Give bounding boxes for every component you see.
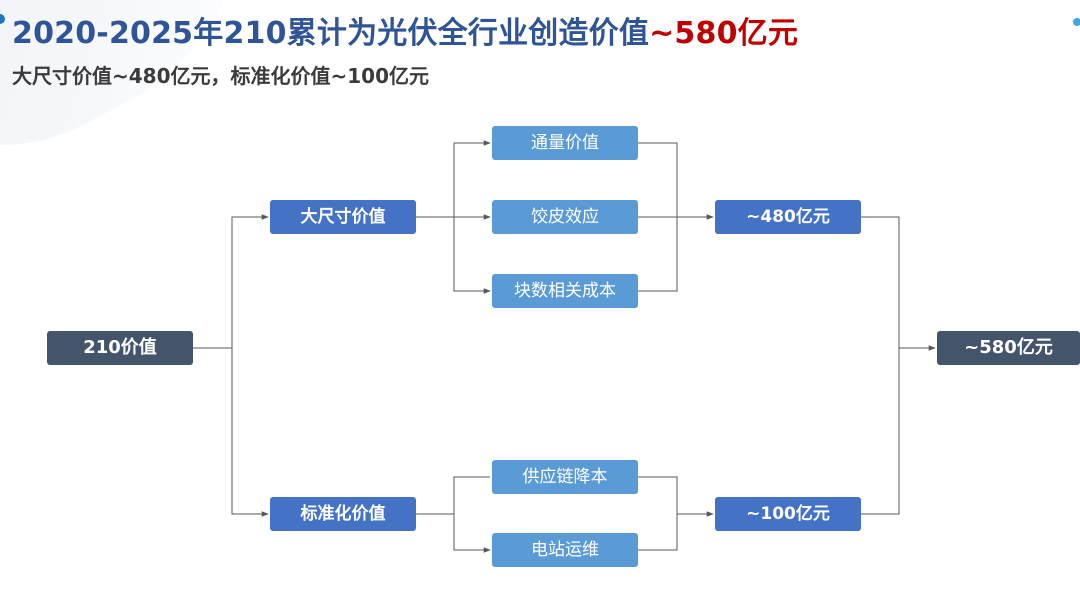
page-title: 2020-2025年210累计为光伏全行业创造价值~580亿元 bbox=[12, 8, 798, 52]
node-standard-total: ~100亿元 bbox=[715, 497, 861, 531]
edge-totals-to-grand bbox=[861, 216, 935, 515]
edge-standard-to-items bbox=[416, 476, 490, 550]
edge-standard-items-merge bbox=[638, 476, 713, 551]
left-edge-marker bbox=[0, 14, 5, 24]
node-large-item-2: 饺皮效应 bbox=[492, 200, 638, 234]
title-main: 2020-2025年210累计为光伏全行业创造价值 bbox=[12, 16, 650, 51]
edge-large-to-item-1 bbox=[453, 140, 491, 217]
node-large-total: ~480亿元 bbox=[715, 200, 861, 234]
edge-root-to-large bbox=[193, 214, 269, 349]
edge-large-to-item-3 bbox=[453, 217, 491, 294]
node-branch-large: 大尺寸价值 bbox=[270, 200, 416, 234]
node-branch-standard: 标准化价值 bbox=[270, 497, 416, 531]
right-edge-marker bbox=[1073, 18, 1080, 26]
node-standard-item-1: 供应链降本 bbox=[492, 460, 638, 494]
node-standard-item-2: 电站运维 bbox=[492, 533, 638, 567]
node-root: 210价值 bbox=[47, 331, 193, 365]
page-subtitle: 大尺寸价值~480亿元，标准化价值~100亿元 bbox=[12, 64, 430, 88]
edge-root-to-standard bbox=[231, 348, 269, 517]
node-grand-total: ~580亿元 bbox=[937, 331, 1080, 365]
title-highlight: ~580亿元 bbox=[649, 16, 799, 51]
node-large-item-3: 块数相关成本 bbox=[492, 274, 638, 308]
node-large-item-1: 通量价值 bbox=[492, 126, 638, 160]
edge-large-items-merge bbox=[638, 142, 713, 292]
